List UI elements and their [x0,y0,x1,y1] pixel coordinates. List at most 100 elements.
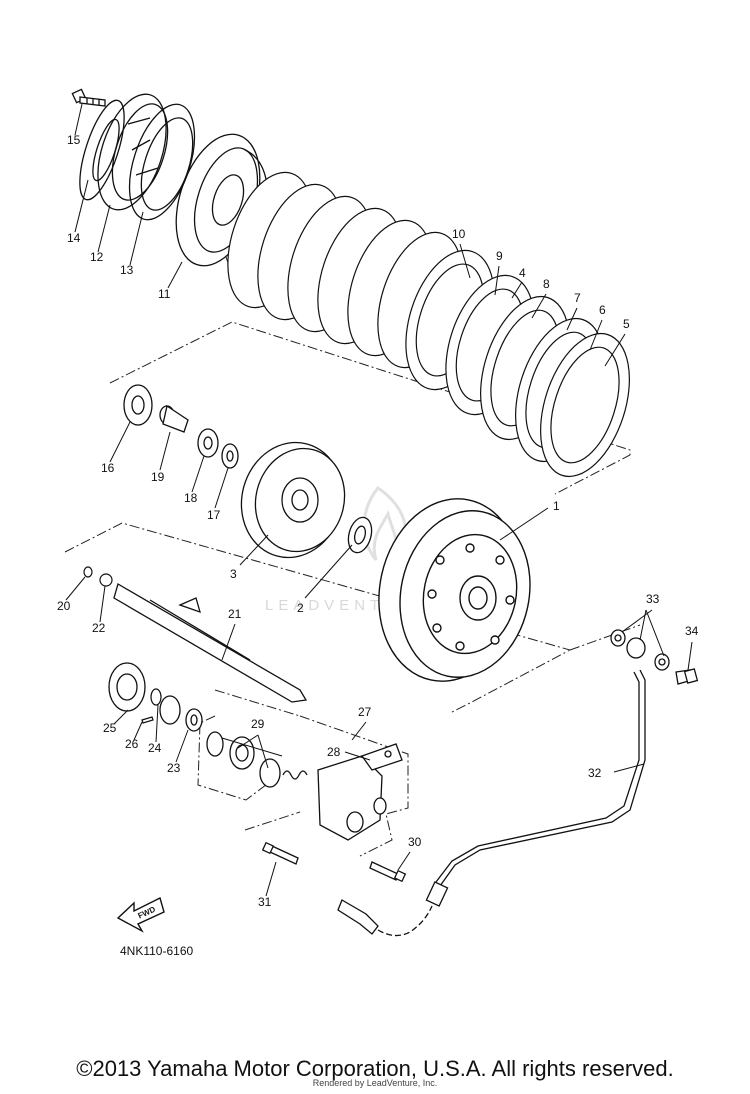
callout-3: 3 [230,567,237,581]
pin-26 [141,716,154,724]
callout-24: 24 [148,741,162,755]
leader-line-extra-3 [645,609,665,657]
callout-8: 8 [543,277,550,291]
callout-20: 20 [57,599,71,613]
callout-11: 11 [158,287,171,301]
circlip-20 [83,566,93,578]
callout-17: 17 [207,508,221,522]
callout-27: 27 [358,705,372,719]
o-ring-24 [150,688,162,706]
callout-29: 29 [251,717,265,731]
callout-23: 23 [167,761,181,775]
callout-18: 18 [184,491,198,505]
callout-14: 14 [67,231,81,245]
banjo-bolt-34 [675,668,699,685]
collar-18 [197,428,219,458]
callout-34: 34 [685,624,699,638]
bearing-16 [123,384,153,426]
leader-line-11 [167,261,183,289]
leader-line-12 [97,204,111,253]
leader-line-27 [351,721,367,741]
callout-21: 21 [228,607,242,621]
callout-28: 28 [327,745,341,759]
washer-17 [221,443,239,469]
callout-9: 9 [496,249,503,263]
leader-line-extra-1 [257,734,269,769]
bushing-23 [159,695,203,732]
leader-line-8 [531,293,547,319]
bolt-31 [261,841,299,865]
piston-kit-29 [206,731,308,788]
fwd-arrow-icon: FWD [116,896,165,933]
part-callouts: 1234567891011121314151617181920212223242… [57,133,699,909]
callout-19: 19 [151,470,165,484]
leader-line-24 [155,704,159,743]
leader-line-2 [304,544,353,599]
leader-line-14 [74,179,89,233]
leader-line-34 [687,641,693,671]
leader-line-32 [613,763,645,773]
washers-33 [610,629,670,671]
leader-line-6 [589,319,603,351]
callout-7: 7 [574,291,581,305]
oil-seal-25 [108,662,146,712]
push-rod-21 [113,583,308,703]
leader-line-19 [159,431,171,471]
callout-4: 4 [519,266,526,280]
leader-line-15 [74,103,83,136]
leader-line-21 [221,623,236,661]
callout-22: 22 [92,621,106,635]
leader-line-10 [459,243,471,279]
leader-line-26 [133,721,143,741]
callout-2: 2 [297,601,304,615]
leader-line-1 [499,507,549,541]
bolt-30 [369,861,407,883]
ball-22 [99,573,113,587]
leader-line-9 [494,265,500,296]
leader-line-7 [566,307,578,331]
callout-6: 6 [599,303,606,317]
leader-line-22 [99,585,106,623]
bracket-28 [360,743,403,771]
callout-15: 15 [67,133,81,147]
callout-25: 25 [103,721,117,735]
leader-line-16 [109,421,131,463]
callout-30: 30 [408,835,422,849]
callout-31: 31 [258,895,272,909]
copyright-notice: ©2013 Yamaha Motor Corporation, U.S.A. A… [76,1056,674,1081]
leader-line-18 [191,455,205,493]
plate-stack [227,171,630,478]
leader-line-25 [113,709,129,725]
spring-plate-12-13 [97,93,196,221]
clutch-hose-32 [337,669,646,937]
leader-line-17 [214,467,229,509]
leader-line-28 [344,751,371,761]
leader-line-29 [221,737,283,757]
leader-line-23 [175,729,189,763]
rendered-by-notice: Rendered by LeadVenture, Inc. [312,1078,438,1088]
leader-line-30 [397,851,411,871]
spacer-19 [159,404,189,433]
clutch-housing-1 [378,498,531,682]
callout-1: 1 [553,499,560,513]
callout-16: 16 [101,461,115,475]
callout-26: 26 [125,737,139,751]
callout-33: 33 [646,592,660,606]
callout-10: 10 [452,227,466,241]
diagram-code: 4NK110-6160 [120,944,193,958]
leader-line-extra-2 [639,609,647,641]
leader-line-31 [265,861,277,897]
clutch-boss-3 [240,441,346,559]
leader-line-5 [604,333,626,367]
thrust-washer-2 [347,516,373,554]
leader-lines [65,103,693,897]
leader-line-3 [239,534,269,566]
leader-line-20 [65,576,86,601]
callout-13: 13 [120,263,134,277]
leader-line-4 [511,281,523,299]
leader-line-13 [129,211,144,266]
callout-5: 5 [623,317,630,331]
bolt-15 [71,88,106,107]
callout-32: 32 [588,766,602,780]
